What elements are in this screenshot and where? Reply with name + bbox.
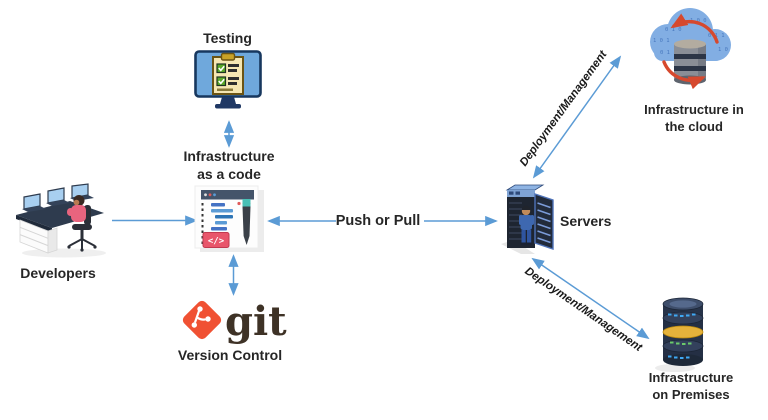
servers-icon [499, 182, 559, 266]
checkmark [218, 65, 225, 72]
svg-text:1 0: 1 0 [718, 47, 728, 53]
floor-shadow [22, 248, 106, 258]
onprem-database-icon [654, 296, 712, 379]
led-lights-blue [668, 313, 696, 359]
monitor-stand [220, 97, 236, 104]
cloud-infrastructure-icon: 1 0 1 0 1 0 1 0 0 0 1 1 1 0 0 1 [638, 4, 740, 106]
developers-icon [14, 183, 108, 264]
git-logo: git [180, 296, 288, 349]
svg-text:0 1 0: 0 1 0 [665, 27, 682, 33]
servers-label: Servers [560, 213, 612, 229]
svg-text:1 0 1: 1 0 1 [653, 38, 670, 44]
yellow-status-band [662, 325, 704, 339]
onprem-label: Infrastructure on Premises [648, 370, 734, 402]
arrow-servers-cloud [532, 55, 622, 179]
testing-icon [194, 50, 262, 123]
code-lines [211, 203, 233, 231]
checklist-clipboard [212, 52, 244, 95]
code-badge-glyph: </> [208, 237, 225, 247]
iac-code-document-icon: </> [191, 184, 267, 259]
document-header-bar [201, 190, 254, 200]
svg-text:0 1: 0 1 [660, 50, 670, 56]
database-stack [662, 297, 704, 366]
cloud-database-cylinder [674, 39, 706, 85]
rack-top [505, 184, 545, 191]
git-branch-glyph [191, 306, 211, 328]
testing-label: Testing [203, 30, 252, 46]
arrow-servers-onprem [531, 257, 650, 340]
version-control-label: Version Control [177, 347, 283, 363]
cloud-label: Infrastructure in the cloud [644, 102, 744, 134]
svg-text:1 0 0: 1 0 0 [690, 18, 707, 24]
sync-rotation-arrows [662, 13, 719, 90]
push-pull-label: Push or Pull [335, 213, 421, 229]
iac-label: Infrastructure as a code [183, 148, 275, 183]
git-wordmark: git [225, 298, 287, 344]
developer-person [67, 195, 97, 252]
floor-shadow [655, 364, 695, 372]
led-lights-green [670, 341, 692, 345]
pen-icon [242, 199, 251, 245]
code-badge [202, 232, 230, 248]
technician-person [519, 205, 534, 246]
clipboard-clip [220, 52, 236, 61]
office-chair [72, 224, 92, 230]
developers-label: Developers [20, 265, 96, 281]
checkmark [218, 78, 225, 85]
